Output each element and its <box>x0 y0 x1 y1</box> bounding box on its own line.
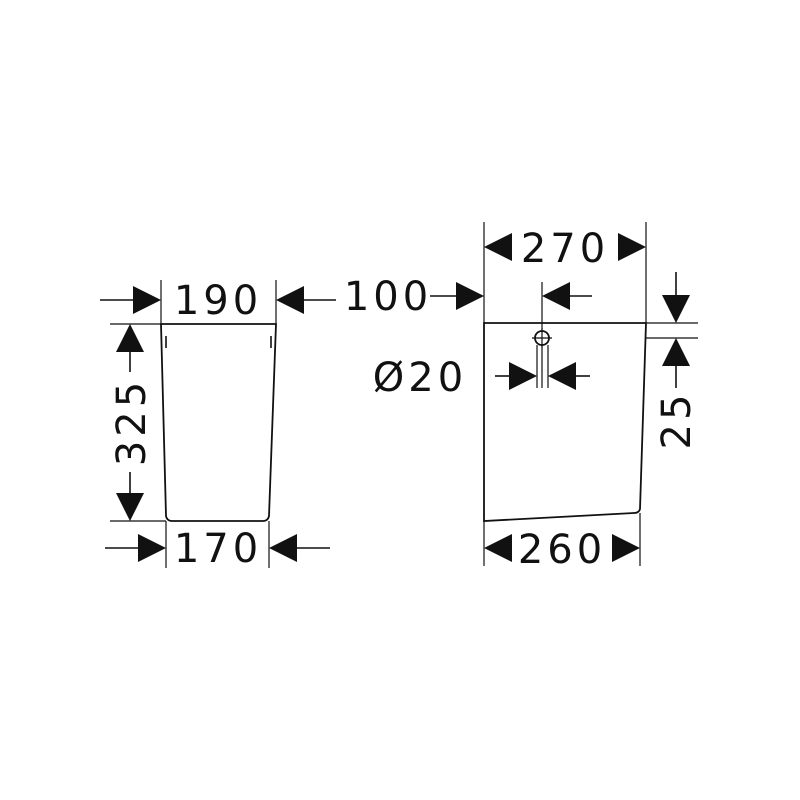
dim-front-top-gap: 25 <box>654 391 700 450</box>
front-view-body <box>483 322 647 522</box>
arrow-down <box>116 493 144 521</box>
arrow-left <box>542 282 570 310</box>
side-view-body <box>160 323 277 522</box>
arrow-left <box>548 362 576 390</box>
dim-side-top-width: 190 <box>174 278 262 324</box>
dim-front-bottom-width: 260 <box>518 527 606 573</box>
arrow-right <box>618 233 646 261</box>
arrow-left <box>484 534 512 562</box>
dim-side-bottom-width: 170 <box>174 526 262 572</box>
dim-front-hole-diameter: Ø20 <box>373 355 467 401</box>
front-view: 270 100 Ø20 25 260 <box>344 222 700 573</box>
arrow-down <box>662 295 690 323</box>
arrow-left <box>276 286 304 314</box>
arrow-right <box>456 282 484 310</box>
arrow-right <box>509 362 537 390</box>
dim-front-top-width: 270 <box>521 226 609 272</box>
arrow-right <box>612 534 640 562</box>
dim-side-height: 325 <box>109 378 155 466</box>
dim-front-offset: 100 <box>344 274 432 320</box>
arrow-right <box>133 286 161 314</box>
arrow-left <box>484 233 512 261</box>
arrow-up <box>116 324 144 352</box>
side-view: 190 325 170 <box>100 278 336 572</box>
arrow-left <box>269 534 297 562</box>
arrow-up <box>662 338 690 366</box>
arrow-right <box>138 534 166 562</box>
